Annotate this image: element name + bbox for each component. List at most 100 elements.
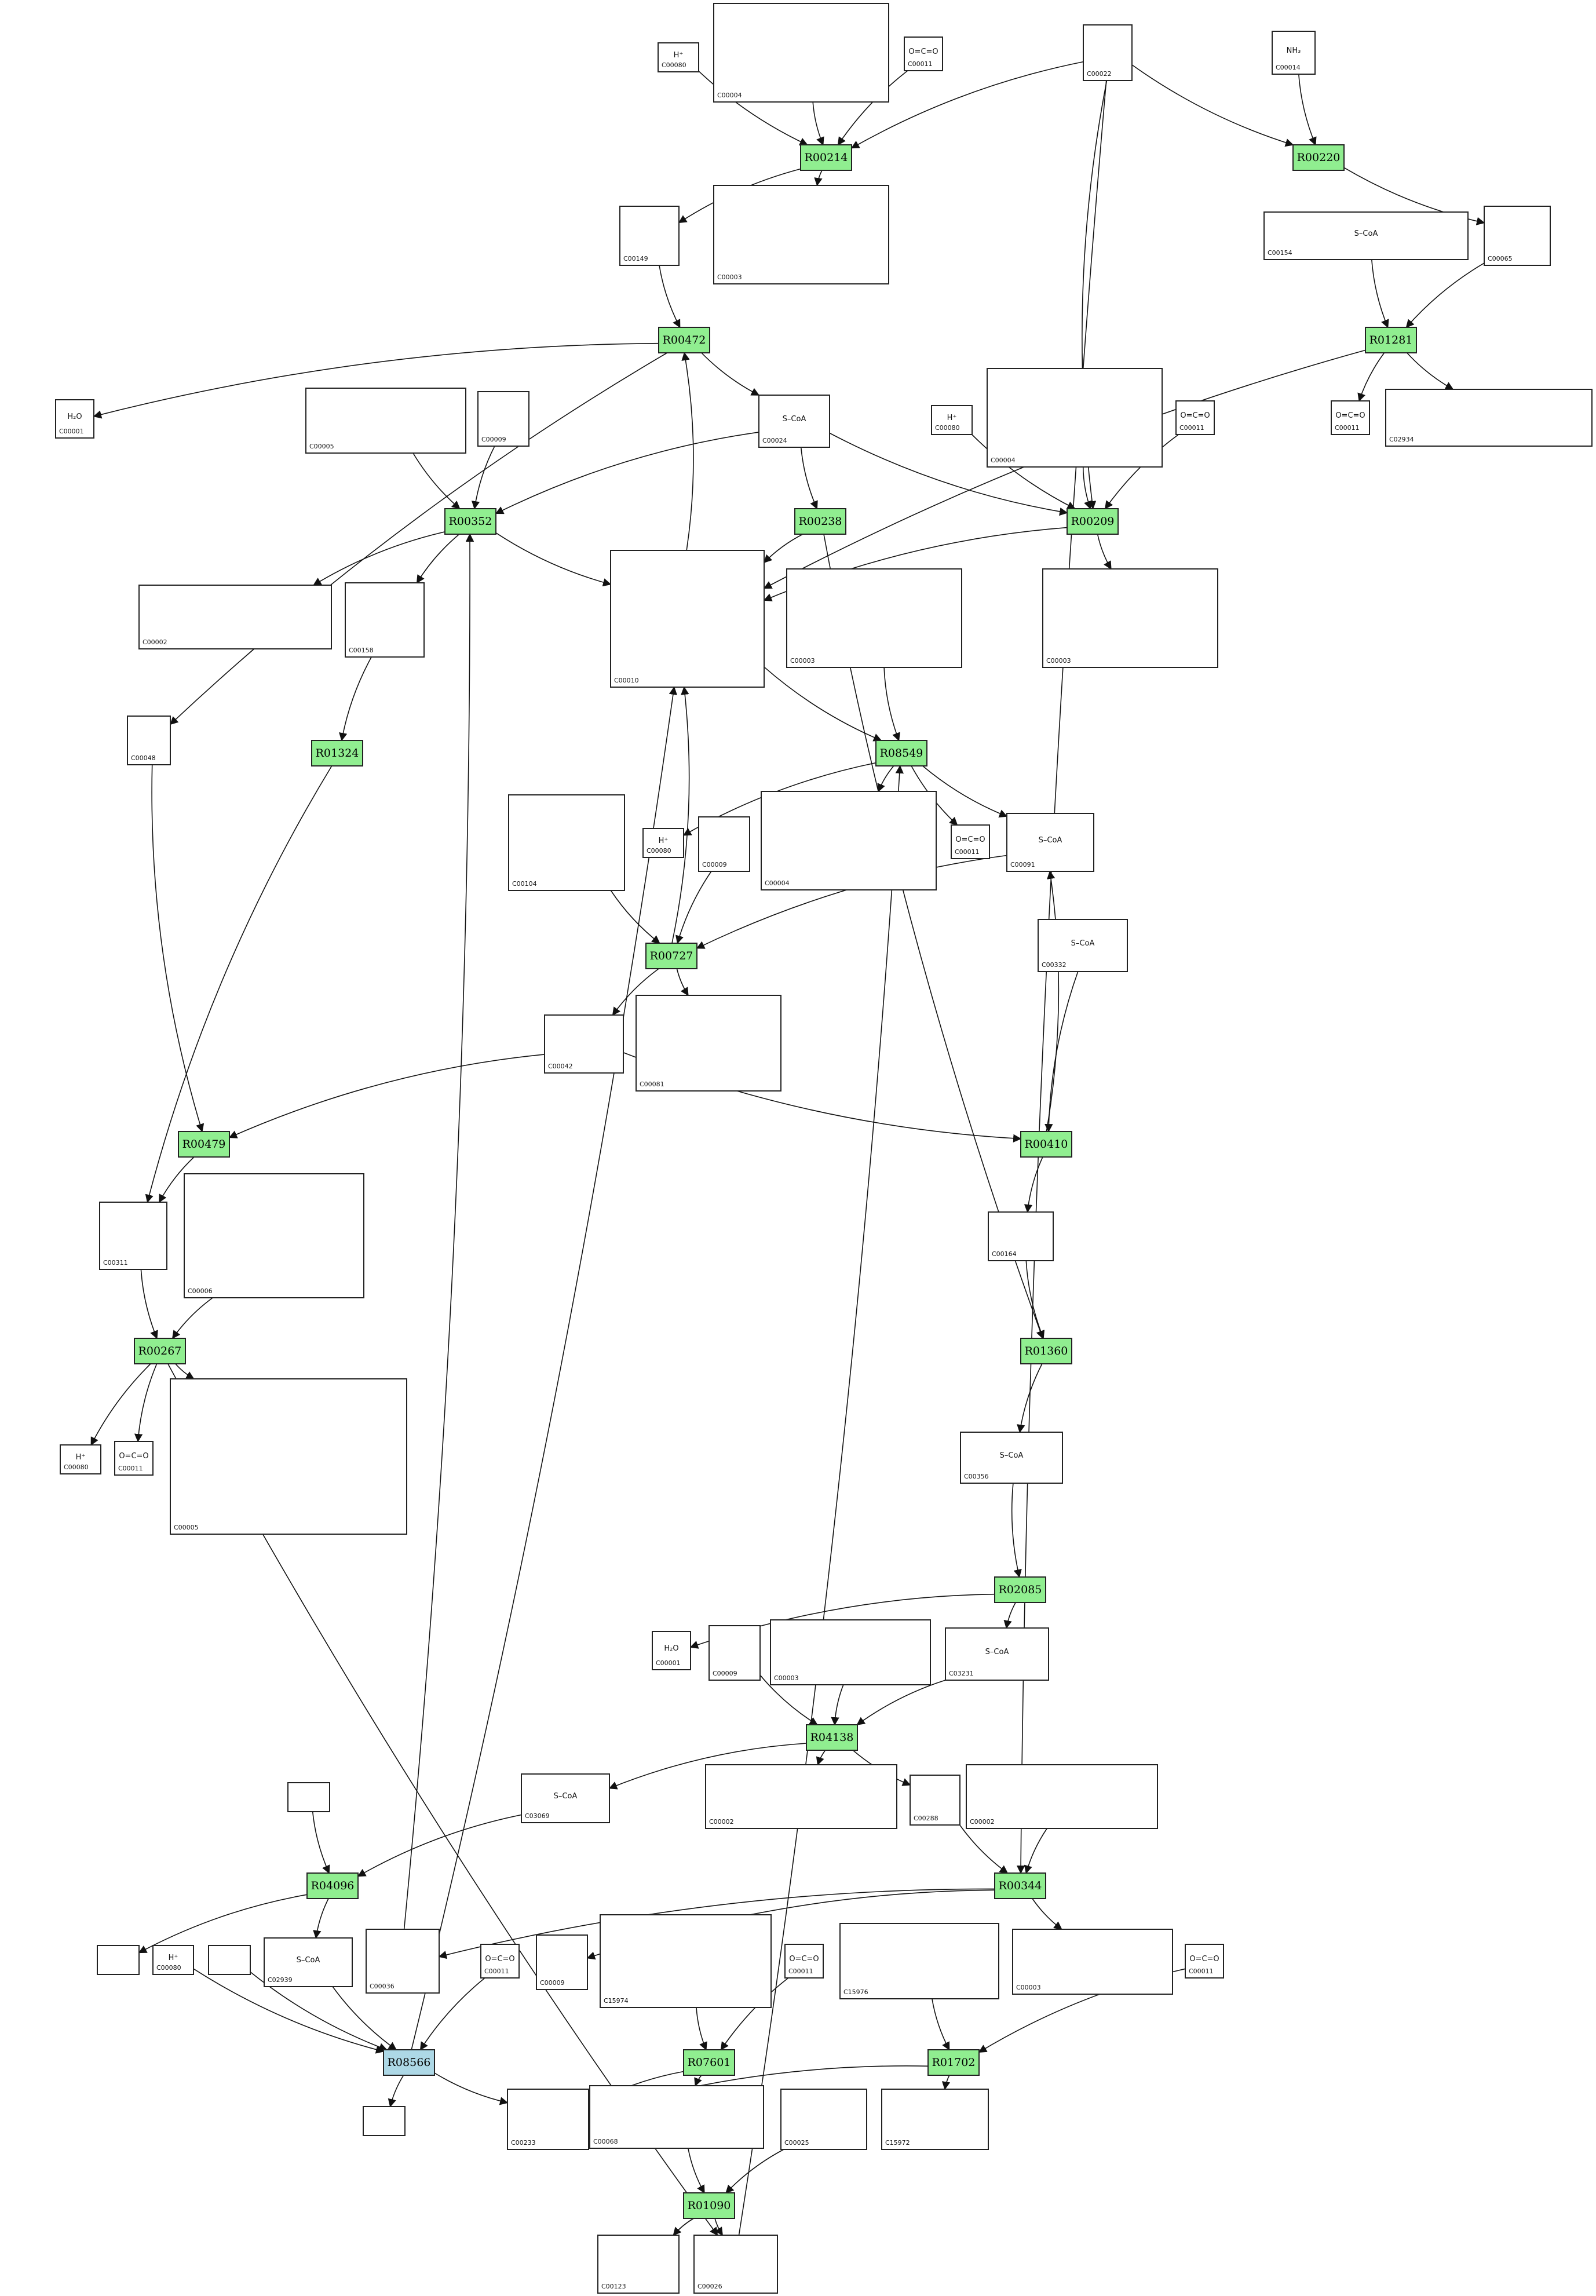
compound-box[interactable] [786, 568, 962, 668]
compound-node-c00002-c[interactable]: C00002 [966, 1764, 1158, 1829]
compound-box[interactable] [114, 1441, 154, 1476]
reaction-box[interactable] [994, 1872, 1046, 1899]
reaction-node-r00220[interactable]: R00220 [1292, 144, 1345, 171]
compound-node-c00123[interactable]: C00123 [597, 2235, 680, 2294]
compound-box[interactable] [99, 1202, 167, 1270]
compound-box[interactable] [839, 1923, 999, 1999]
compound-box[interactable] [708, 1625, 761, 1681]
compound-node-c00149[interactable]: C00149 [619, 206, 680, 266]
compound-box[interactable] [780, 2089, 867, 2150]
compound-box[interactable] [1272, 31, 1316, 75]
compound-box[interactable] [1012, 1929, 1173, 1995]
compound-box[interactable] [305, 388, 466, 454]
compound-node-c00005[interactable]: C00005 [305, 388, 466, 454]
compound-node-c00009-d[interactable]: C00009 [536, 1934, 588, 1990]
compound-box[interactable] [97, 1945, 140, 1975]
compound-node-c00158[interactable]: C00158 [345, 582, 425, 658]
reaction-node-r00479[interactable]: R00479 [178, 1131, 230, 1158]
compound-node-c00009-a[interactable]: C00009 [477, 391, 529, 447]
reaction-box[interactable] [875, 740, 927, 766]
compound-box[interactable] [960, 1432, 1063, 1484]
compound-box[interactable] [761, 791, 937, 890]
compound-node-c00003-c[interactable]: C00003 [1042, 568, 1218, 668]
compound-box[interactable] [544, 1014, 624, 1074]
compound-node-blank-left[interactable] [97, 1945, 140, 1975]
reaction-box[interactable] [994, 1576, 1046, 1603]
reaction-node-r01281[interactable]: R01281 [1365, 327, 1417, 353]
reaction-node-r00344[interactable]: R00344 [994, 1872, 1046, 1899]
reaction-node-r00472[interactable]: R00472 [658, 327, 710, 353]
reaction-node-r04096[interactable]: R04096 [306, 1872, 359, 1899]
reaction-node-r00238[interactable]: R00238 [794, 508, 846, 535]
reaction-node-r00727[interactable]: R00727 [645, 943, 697, 969]
reaction-node-r00209[interactable]: R00209 [1067, 508, 1119, 535]
compound-node-c00164[interactable]: C00164 [988, 1211, 1054, 1261]
compound-box[interactable] [1175, 400, 1215, 435]
reaction-node-r08549[interactable]: R08549 [875, 740, 927, 766]
reaction-box[interactable] [1067, 508, 1119, 535]
compound-box[interactable] [652, 1631, 691, 1670]
compound-box[interactable] [1083, 24, 1133, 81]
reaction-node-r01324[interactable]: R01324 [311, 740, 363, 766]
compound-node-c00003-b[interactable]: C00003 [786, 568, 962, 668]
compound-box[interactable] [1006, 813, 1094, 872]
compound-box[interactable] [508, 794, 625, 891]
compound-node-c00002-a[interactable]: C00002 [138, 585, 332, 649]
compound-box[interactable] [931, 405, 973, 435]
compound-box[interactable] [945, 1627, 1049, 1681]
reaction-box[interactable] [1365, 327, 1417, 353]
reaction-node-r00267[interactable]: R00267 [134, 1338, 186, 1364]
reaction-node-r01360[interactable]: R01360 [1020, 1338, 1072, 1364]
compound-node-blank-top[interactable] [287, 1782, 330, 1812]
compound-node-c00288[interactable]: C00288 [910, 1775, 960, 1826]
compound-box[interactable] [1331, 400, 1370, 435]
compound-box[interactable] [1263, 211, 1469, 260]
compound-box[interactable] [619, 206, 680, 266]
compound-box[interactable] [184, 1173, 364, 1298]
compound-box[interactable] [60, 1444, 101, 1474]
compound-node-c00003-d[interactable]: C00003 [770, 1619, 931, 1685]
reaction-box[interactable] [927, 2049, 980, 2076]
compound-box[interactable] [589, 2085, 764, 2149]
compound-node-blank-mid[interactable] [208, 1945, 251, 1975]
reaction-box[interactable] [683, 2049, 735, 2076]
compound-box[interactable] [951, 824, 990, 859]
compound-node-c00026[interactable]: C00026 [693, 2235, 778, 2294]
reaction-box[interactable] [1292, 144, 1345, 171]
compound-node-c00003-a[interactable]: C00003 [713, 185, 889, 284]
reaction-node-r02085[interactable]: R02085 [994, 1576, 1046, 1603]
compound-box[interactable] [705, 1764, 897, 1829]
compound-node-c00036[interactable]: C00036 [366, 1929, 440, 1994]
reaction-node-r07601[interactable]: R07601 [683, 2049, 735, 2076]
compound-node-c00006[interactable]: C00006 [184, 1173, 364, 1298]
compound-node-c02934[interactable]: C02934 [1385, 389, 1593, 447]
compound-node-c00009-b[interactable]: C00009 [698, 816, 750, 872]
reaction-node-r00214[interactable]: R00214 [800, 144, 852, 171]
compound-box[interactable] [1042, 568, 1218, 668]
reaction-box[interactable] [1020, 1131, 1072, 1158]
compound-node-c00010[interactable]: C00010 [610, 550, 765, 688]
compound-box[interactable] [366, 1929, 440, 1994]
compound-box[interactable] [264, 1937, 353, 1987]
reaction-box[interactable] [134, 1338, 186, 1364]
reaction-box[interactable] [178, 1131, 230, 1158]
compound-box[interactable] [536, 1934, 588, 1990]
compound-node-c00004-a[interactable]: C00004 [713, 3, 889, 103]
reaction-box[interactable] [683, 2192, 735, 2219]
compound-node-c15976[interactable]: C15976 [839, 1923, 999, 1999]
reaction-box[interactable] [383, 2049, 435, 2076]
compound-box[interactable] [127, 716, 171, 765]
reaction-box[interactable] [794, 508, 846, 535]
compound-node-c00068[interactable]: C00068 [589, 2085, 764, 2149]
compound-box[interactable] [208, 1945, 251, 1975]
compound-node-c00233[interactable]: C00233 [507, 2089, 589, 2150]
